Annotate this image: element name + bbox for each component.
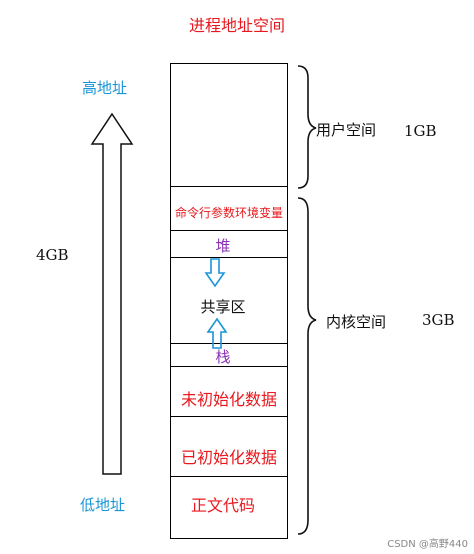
segment-cmd-env: 命令行参数环境变量	[174, 206, 283, 220]
stack-growth-up-arrow-icon	[206, 318, 228, 349]
heap-growth-down-arrow-icon	[204, 258, 226, 288]
low-address-label: 低地址	[80, 496, 126, 514]
divider-cmd-heap	[171, 230, 287, 231]
divider-stack-bss	[171, 366, 287, 367]
divider-bss-data	[171, 416, 287, 417]
segment-stack: 栈	[215, 348, 231, 366]
high-address-label: 高地址	[82, 79, 128, 97]
kernel-space-size: 3GB	[422, 311, 455, 329]
segment-data: 已初始化数据	[180, 448, 277, 467]
divider-heap-shared	[171, 257, 287, 258]
divider-shared-stack	[171, 343, 287, 344]
upward-arrow-icon	[90, 112, 134, 475]
segment-shared: 共享区	[200, 298, 246, 316]
diagram-title: 进程地址空间	[188, 16, 285, 35]
segment-bss: 未初始化数据	[180, 390, 277, 409]
user-space-size: 1GB	[404, 122, 437, 140]
total-size-label: 4GB	[36, 246, 69, 264]
space-braces	[297, 65, 317, 535]
kernel-space-brace-icon	[297, 197, 317, 535]
user-space-label: 用户空间	[316, 121, 377, 139]
user-space-brace-icon	[297, 65, 317, 189]
watermark: CSDN @高野440	[387, 539, 468, 550]
divider-data-text	[171, 476, 287, 477]
kernel-space-label: 内核空间	[326, 313, 387, 331]
divider-user-kernel	[171, 186, 287, 187]
segment-heap: 堆	[215, 237, 231, 255]
segment-text: 正文代码	[190, 496, 255, 515]
memory-column: 命令行参数环境变量 堆 共享区 栈 未初始化数据 已初始化数据 正文代码	[170, 63, 288, 539]
